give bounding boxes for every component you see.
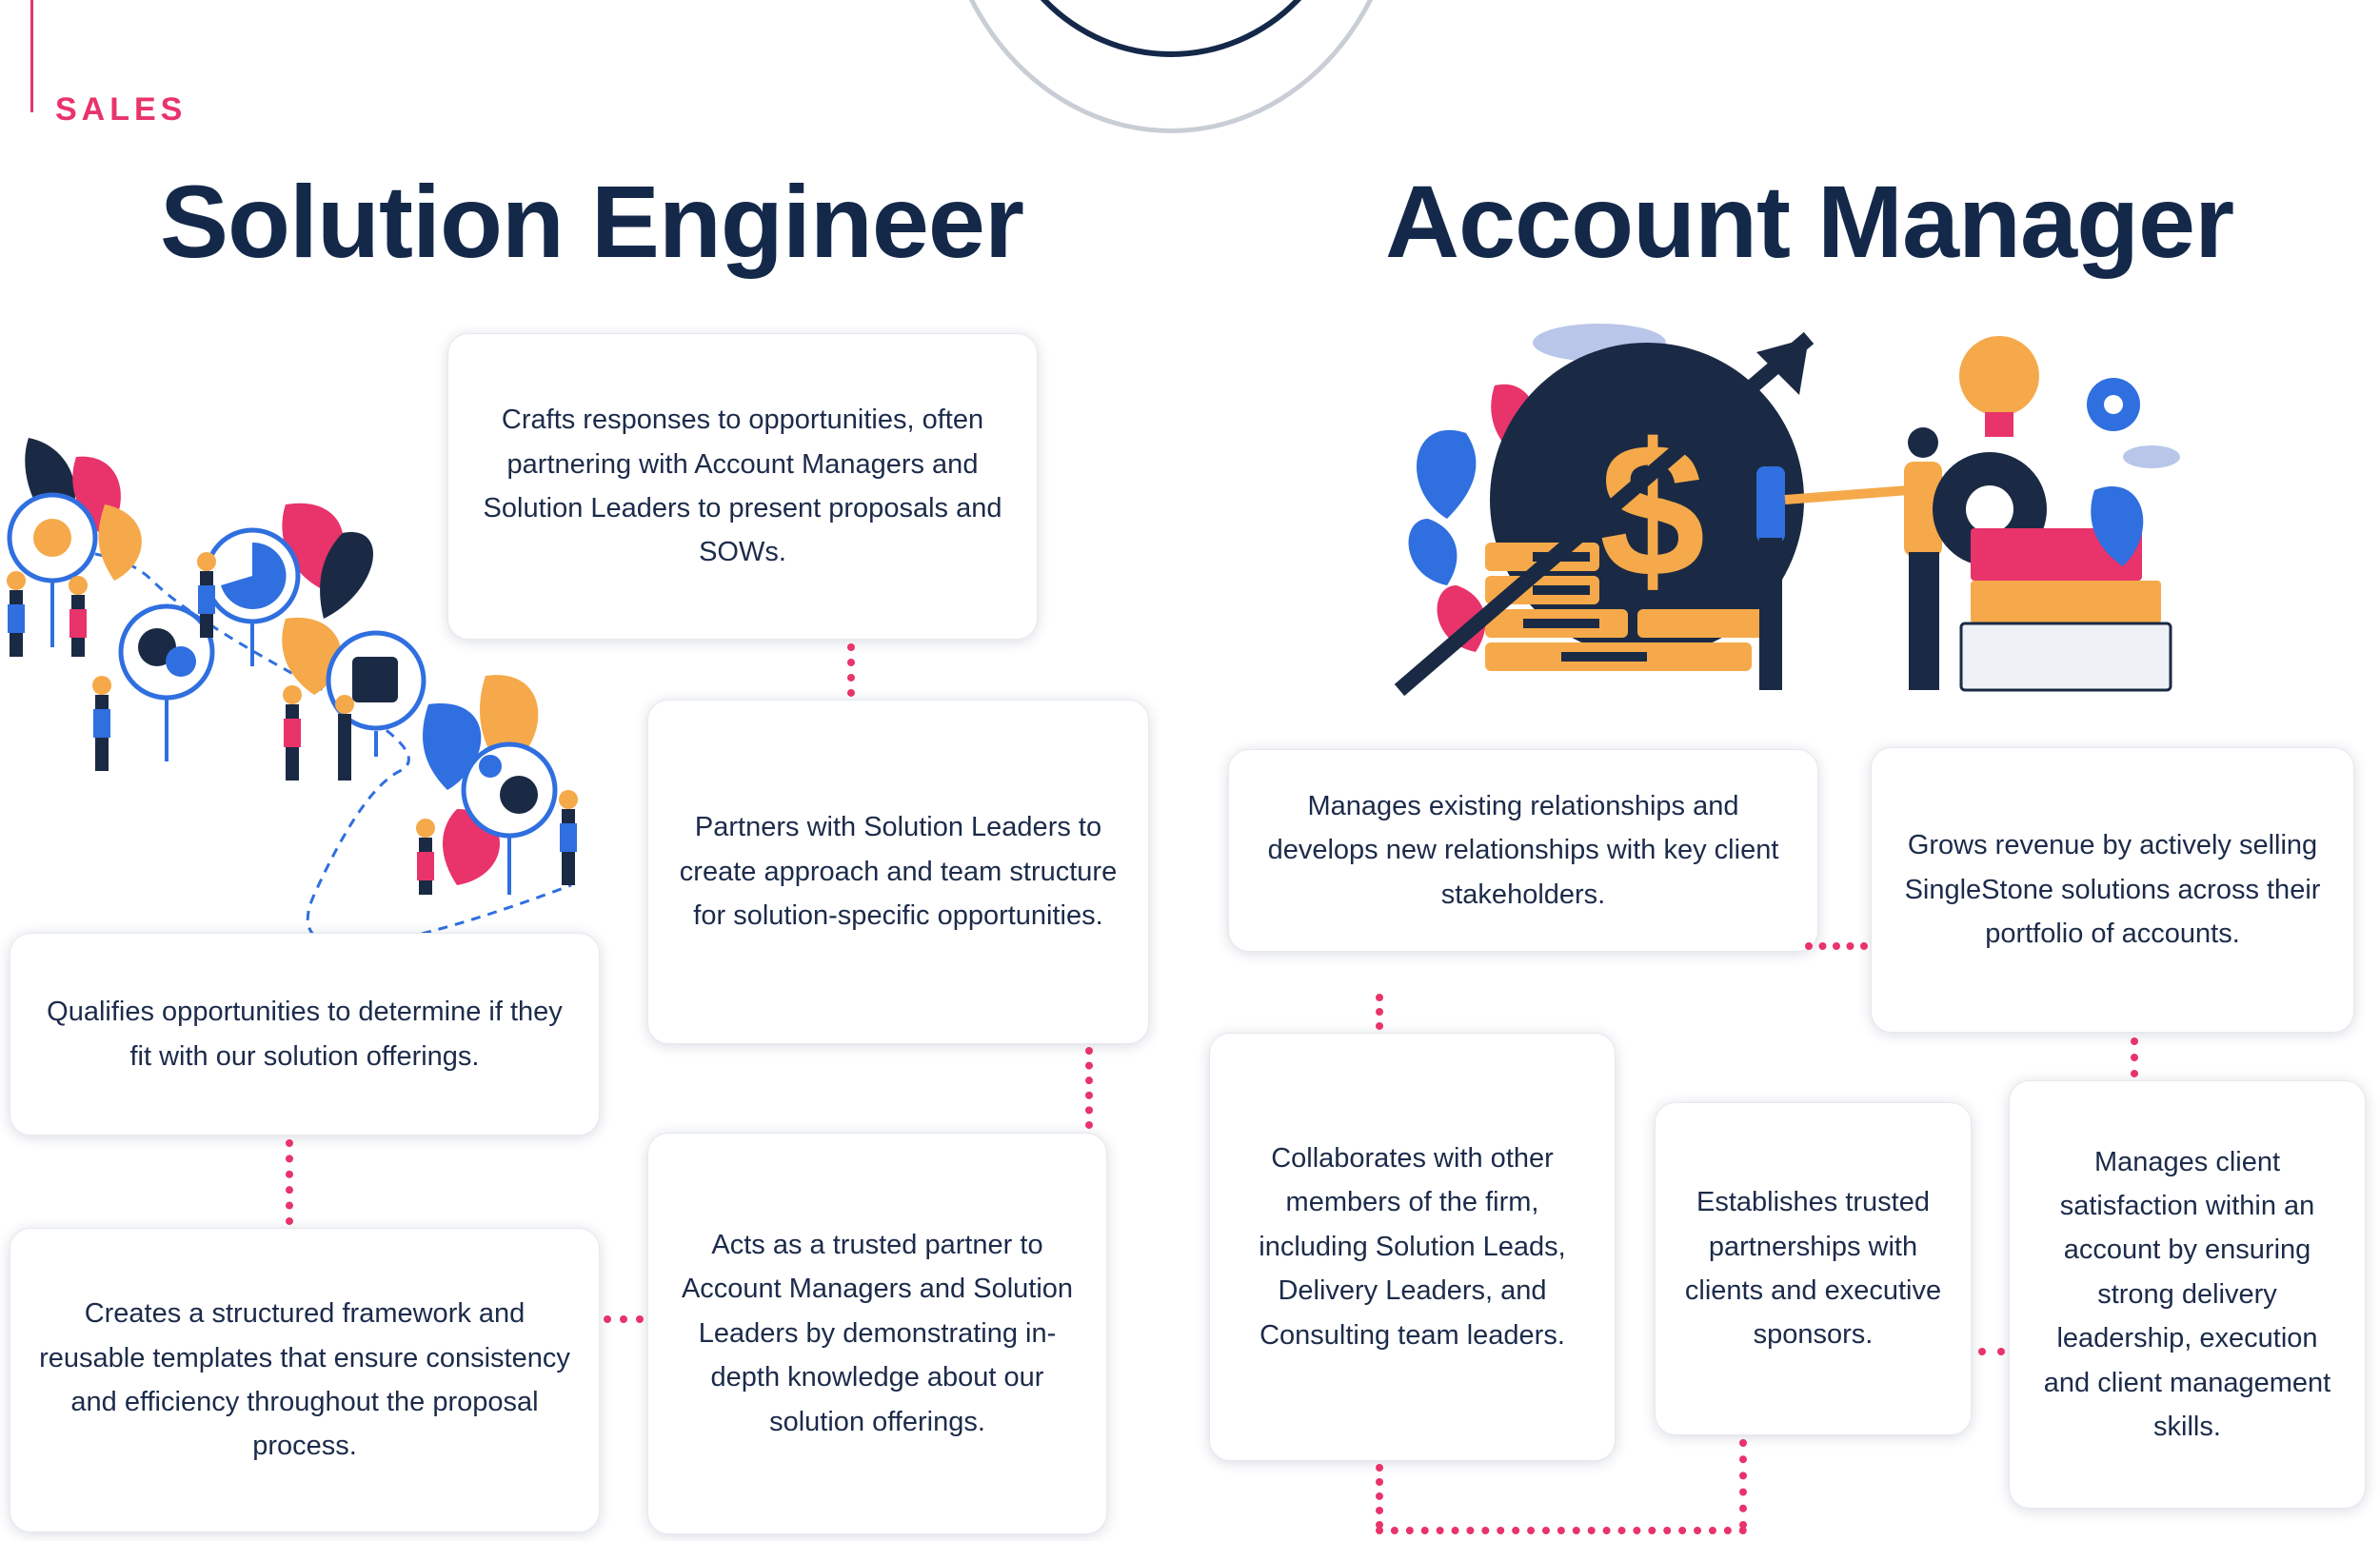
connector-am-5 [1376,1527,1747,1534]
se-card-structured-framework: Creates a structured framework and reusa… [10,1228,600,1532]
handshake-growth-illustration: $ [1394,324,2180,697]
am-card-establishes-partnerships: Establishes trusted partnerships with cl… [1655,1102,1972,1435]
section-accent-bar [30,0,33,112]
account-manager-title: Account Manager [1385,164,2234,279]
section-label: SALES [55,91,188,128]
am-card-client-satisfaction: Manages client satisfaction within an ac… [2009,1080,2366,1509]
connector-se-2 [1085,1047,1093,1129]
se-card-trusted-partner: Acts as a trusted partner to Account Man… [647,1133,1107,1534]
team-journey-illustration [7,438,578,946]
se-card-partners-solution-leaders: Partners with Solution Leaders to create… [647,700,1149,1044]
connector-am-4 [1376,1464,1383,1529]
connector-am-1 [1805,942,1868,950]
am-card-grows-revenue: Grows revenue by actively selling Single… [1871,747,2354,1033]
connector-se-1 [847,643,855,697]
connector-am-2 [1376,994,1383,1030]
connector-se-4 [604,1315,644,1323]
connector-am-6 [1739,1439,1747,1529]
connector-am-7 [1978,1348,2005,1355]
am-card-manages-relationships: Manages existing relationships and devel… [1228,749,1818,952]
connector-am-3 [2131,1037,2138,1077]
solution-engineer-title: Solution Engineer [160,164,1024,279]
se-card-crafts-responses: Crafts responses to opportunities, often… [447,333,1038,640]
connector-se-3 [286,1139,293,1225]
se-card-qualifies-opportunities: Qualifies opportunities to determine if … [10,933,600,1136]
am-card-collaborates: Collaborates with other members of the f… [1209,1033,1616,1461]
